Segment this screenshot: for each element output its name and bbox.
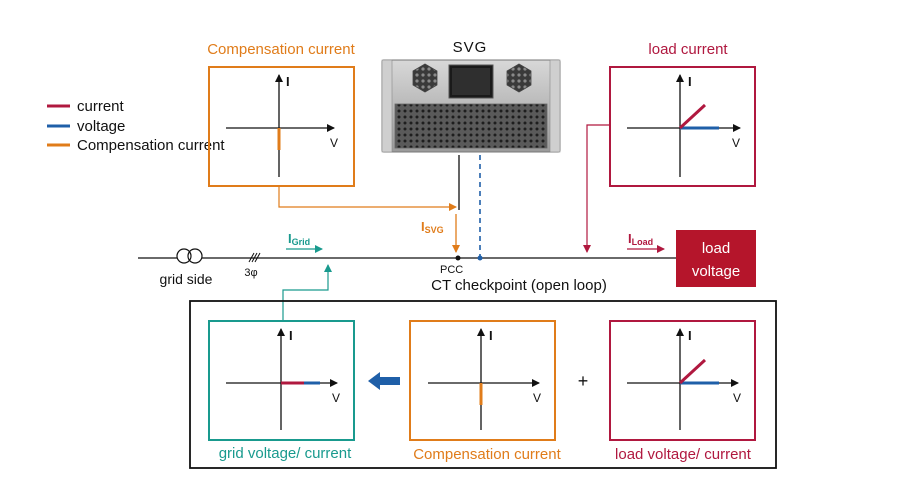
top-comp-v-label: V <box>330 136 338 150</box>
bottom-comp-frame <box>409 320 556 441</box>
grid-i-label: I <box>289 328 293 343</box>
device-right-handle <box>549 59 561 153</box>
plus-sign: + <box>578 371 589 391</box>
pcc-label: PCC <box>440 264 463 276</box>
bottom-comp-v-label: V <box>533 391 541 405</box>
transformer-icon <box>176 248 203 264</box>
svg-device-title: SVG <box>453 39 488 56</box>
bottom-load-frame <box>609 320 756 441</box>
i-load-label: ILoad <box>628 231 653 247</box>
device-left-fan <box>412 63 438 93</box>
bottom-frame <box>189 300 777 469</box>
grid-v-label: V <box>332 391 340 405</box>
bottom-load-current-vector <box>678 358 707 385</box>
bottom-comp-caption: Compensation current <box>413 446 561 463</box>
top-load-plot: I V <box>609 66 756 187</box>
pcc-node <box>455 255 461 261</box>
i-svg-label: ISVG <box>421 219 444 235</box>
big-left-arrow-icon <box>368 372 400 390</box>
bottom-comp-i-label: I <box>489 328 493 343</box>
ct-checkpoint-label: CT checkpoint (open loop) <box>431 277 607 294</box>
grid-side-label: grid side <box>160 271 213 287</box>
legend-compensation-label: Compensation current <box>77 137 225 154</box>
comp-to-svg-connector <box>278 186 457 211</box>
device-left-handle <box>381 59 393 153</box>
bottom-load-caption: load voltage/ current <box>615 446 752 463</box>
bottom-comp-plot: I V <box>409 320 556 441</box>
device-screen-inner <box>452 68 490 95</box>
load-voltage-box <box>676 230 756 287</box>
device-right-fan <box>506 63 532 93</box>
ct-measure-node <box>477 255 483 261</box>
legend-current-label: current <box>77 98 125 115</box>
grid-feedback-connector <box>282 264 332 320</box>
load-feedback-connector <box>583 124 610 253</box>
top-load-v-label: V <box>732 136 740 150</box>
top-load-i-label: I <box>688 74 692 89</box>
top-compensation-plot: I V <box>208 66 355 187</box>
top-comp-i-label: I <box>286 74 290 89</box>
bottom-load-i-label: I <box>688 328 692 343</box>
load-voltage-label-line2: voltage <box>692 263 740 280</box>
legend: current voltage Compensation current <box>47 98 225 154</box>
grid-plot-frame <box>208 320 355 441</box>
load-voltage-label-line1: load <box>702 240 730 257</box>
device-vent-grille <box>394 103 548 149</box>
grid-plot-caption: grid voltage/ current <box>219 445 352 462</box>
bottom-load-plot: I V <box>609 320 756 441</box>
legend-voltage-label: voltage <box>77 118 125 135</box>
top-load-current-vector <box>678 103 707 130</box>
svg-device-image <box>381 59 561 153</box>
grid-plot: I V <box>208 320 355 441</box>
bottom-load-v-label: V <box>733 391 741 405</box>
i-grid-label: IGrid <box>288 231 310 247</box>
three-phase-label: 3φ <box>244 267 257 279</box>
three-phase-slashes-icon <box>248 252 261 263</box>
top-load-title: load current <box>648 41 728 58</box>
top-comp-frame <box>208 66 355 187</box>
top-load-frame <box>609 66 756 187</box>
top-comp-title: Compensation current <box>207 41 355 58</box>
